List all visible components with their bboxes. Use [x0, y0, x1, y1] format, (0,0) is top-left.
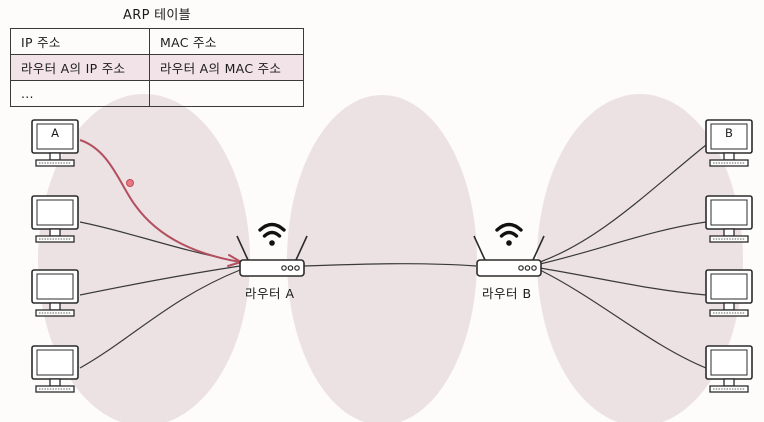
arp-cell-mac: 라우터 A의 MAC 주소: [149, 54, 304, 81]
arp-cell-empty: [149, 80, 304, 107]
arrow-a-to-router-icon: [79, 139, 241, 263]
computer-icon: [705, 345, 753, 393]
cable-left-3: [79, 265, 241, 296]
arp-table-title: ARP 테이블: [123, 8, 191, 23]
router-a-label: 라우터 A: [245, 286, 295, 301]
host-a-label: A: [51, 126, 59, 140]
cable-right-3: [539, 267, 707, 296]
arp-header-mac: MAC 주소: [149, 28, 304, 55]
cable-right-1: [539, 144, 707, 263]
router-icon: [472, 222, 546, 278]
arp-table-header-row: IP 주소 MAC 주소: [10, 28, 304, 55]
cable-right-2: [539, 221, 707, 265]
arp-table: IP 주소 MAC 주소 라우터 A의 IP 주소 라우터 A의 MAC 주소 …: [10, 28, 304, 107]
network-right-blob: [537, 94, 743, 422]
router-b-label: 라우터 B: [482, 286, 532, 301]
table-row: 라우터 A의 IP 주소 라우터 A의 MAC 주소: [10, 54, 304, 81]
network-middle-blob: [287, 95, 477, 422]
cursor-dot-icon: [126, 179, 134, 187]
cable-backbone: [303, 263, 477, 267]
host-b-label: B: [725, 126, 733, 140]
arp-header-ip: IP 주소: [10, 28, 150, 55]
cable-right-4: [539, 269, 707, 369]
network-left-blob: [38, 94, 250, 422]
arp-cell-ellipsis: ...: [10, 80, 150, 107]
table-row: ...: [10, 80, 304, 107]
computer-icon: [31, 345, 79, 393]
cable-left-4: [79, 269, 241, 369]
arp-cell-ip: 라우터 A의 IP 주소: [10, 54, 150, 81]
